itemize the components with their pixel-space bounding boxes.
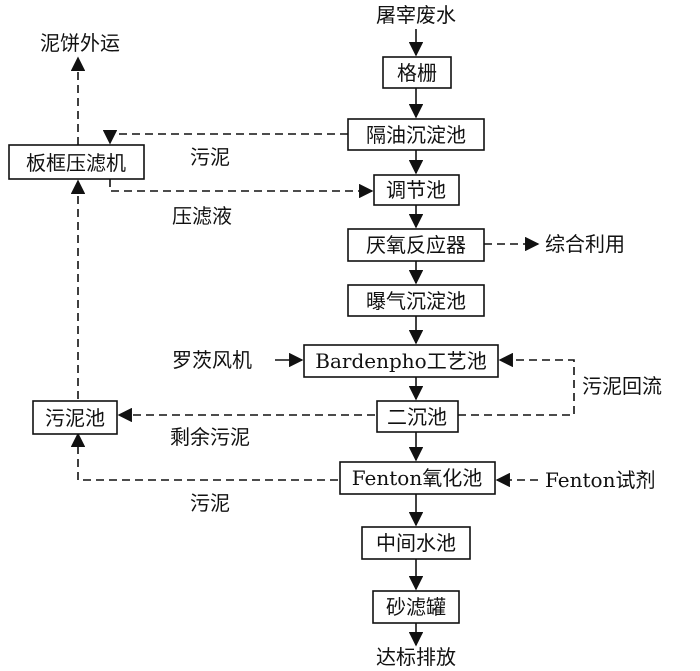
io-labels: 屠宰废水 泥饼外运 综合利用 罗茨风机 Fenton试剂 达标排放 [40, 3, 655, 669]
unit-secondary-clarifier: 二沉池 [376, 400, 459, 433]
unit-regulating-tank: 调节池 [373, 174, 460, 206]
output-cake-label: 泥饼外运 [40, 31, 120, 55]
unit-regulating-tank-label: 调节池 [386, 178, 446, 202]
arrow-fenton-sludge-to-tank [70, 432, 338, 481]
edge-label-excess-sludge: 剩余污泥 [170, 425, 250, 449]
unit-anaerobic-reactor-label: 厌氧反应器 [366, 233, 466, 257]
unit-fenton-tank-label: Fenton氧化池 [352, 466, 482, 490]
unit-intermediate-tank: 中间水池 [361, 526, 471, 560]
arrow-filtrate-to-regulating [109, 179, 374, 199]
unit-aeration-tank-label: 曝气沉淀池 [366, 289, 466, 313]
input-wastewater-label: 屠宰废水 [376, 3, 456, 27]
sludge-flow-connectors [70, 56, 575, 488]
input-blower-label: 罗茨风机 [172, 348, 252, 372]
unit-sand-filter: 砂滤罐 [372, 590, 460, 624]
unit-sludge-tank-label: 污泥池 [45, 406, 105, 430]
unit-grille-label: 格栅 [397, 61, 437, 85]
edge-label-sludge-return: 污泥回流 [582, 374, 662, 398]
unit-anaerobic-reactor: 厌氧反应器 [347, 228, 485, 262]
edge-labels: 污泥 压滤液 污泥回流 剩余污泥 污泥 [170, 145, 662, 515]
unit-sludge-tank: 污泥池 [32, 400, 118, 435]
arrow-sludge-return [458, 352, 575, 416]
unit-aeration-tank: 曝气沉淀池 [347, 284, 485, 317]
unit-filter-press: 板框压滤机 [8, 144, 145, 180]
unit-bardenpho-label: Bardenpho工艺池 [315, 349, 486, 373]
unit-filter-press-label: 板框压滤机 [26, 151, 126, 175]
unit-oil-separator-label: 隔油沉淀池 [366, 123, 466, 147]
process-units: 格栅 隔油沉淀池 板框压滤机 调节池 厌氧反应器 曝气沉淀池 Bardenpho… [8, 56, 499, 624]
unit-sand-filter-label: 砂滤罐 [386, 595, 446, 619]
main-flow-connectors [275, 29, 424, 647]
output-reuse-label: 综合利用 [545, 232, 625, 256]
unit-oil-separator: 隔油沉淀池 [347, 118, 485, 151]
edge-label-sludge-fenton: 污泥 [190, 491, 230, 515]
input-fenton-reagent-label: Fenton试剂 [545, 468, 655, 492]
unit-secondary-clarifier-label: 二沉池 [387, 405, 447, 429]
arrow-oilsep-sludge-to-filterpress [102, 130, 348, 145]
edge-label-filtrate: 压滤液 [172, 204, 232, 228]
unit-fenton-tank: Fenton氧化池 [339, 461, 496, 495]
unit-grille: 格栅 [382, 56, 452, 89]
output-discharge-label: 达标排放 [376, 645, 456, 669]
unit-intermediate-tank-label: 中间水池 [376, 531, 456, 555]
edge-label-sludge-oilsep: 污泥 [190, 145, 230, 169]
unit-bardenpho: Bardenpho工艺池 [303, 344, 499, 378]
